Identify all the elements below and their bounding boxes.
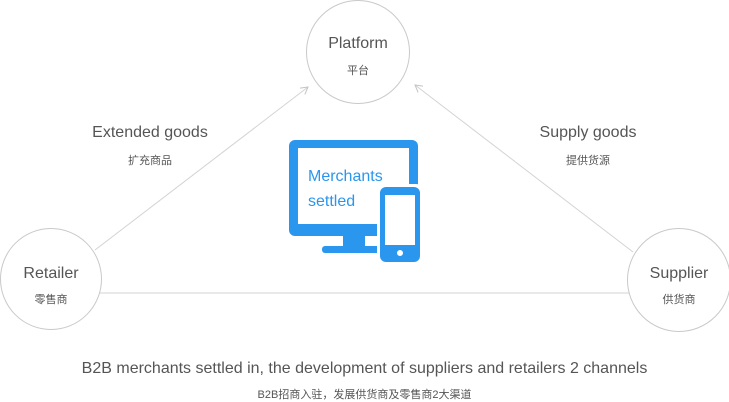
caption-english: B2B merchants settled in, the developmen…: [81, 360, 648, 377]
node-supplier-label: Supplier: [649, 265, 709, 282]
edge-label-supply-goods: Supply goods: [539, 124, 637, 141]
center-label-line2: settled: [308, 193, 356, 210]
node-retailer-label-cn: 零售商: [34, 294, 68, 306]
caption-chinese: B2B招商入驻，发展供货商及零售商2大渠道: [257, 389, 472, 401]
edge-label-supply-goods-cn: 提供货源: [566, 155, 610, 167]
edge-label-extended-goods-cn: 扩充商品: [128, 155, 172, 167]
node-platform-label-cn: 平台: [347, 65, 369, 77]
node-retailer-label: Retailer: [23, 265, 79, 282]
edge-line-supplier-platform: [414, 84, 634, 253]
node-platform-label: Platform: [328, 35, 388, 52]
edge-label-extended-goods: Extended goods: [92, 124, 208, 141]
edge-line-retailer-platform: [94, 86, 309, 251]
node-retailer: Retailer 零售商: [0, 228, 102, 330]
node-supplier: Supplier 供货商: [627, 228, 729, 332]
node-platform: Platform 平台: [306, 0, 410, 104]
node-supplier-label-cn: 供货商: [662, 294, 696, 306]
center-label-line1: Merchants: [308, 168, 383, 185]
monitor-and-phone-icon: [289, 140, 429, 265]
